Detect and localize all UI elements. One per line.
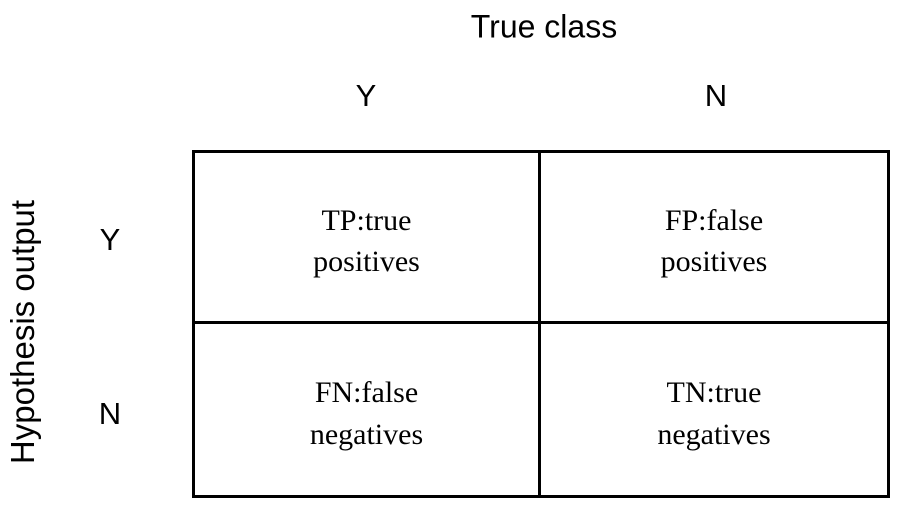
cell-true-positives: TP:true positives [195, 153, 541, 324]
true-class-title: True class [470, 8, 618, 45]
cell-false-positives: FP:false positives [541, 153, 887, 324]
row-header-no: N [98, 396, 122, 431]
column-header-no: N [704, 78, 728, 113]
confusion-matrix-table: TP:true positives FP:false positives FN:… [192, 150, 890, 498]
cell-false-negatives: FN:false negatives [195, 324, 541, 495]
row-header-yes: Y [99, 222, 121, 257]
column-header-yes: Y [355, 78, 377, 113]
hypothesis-output-axis-label: Hypothesis output [4, 199, 41, 465]
cell-true-negatives: TN:true negatives [657, 376, 771, 451]
